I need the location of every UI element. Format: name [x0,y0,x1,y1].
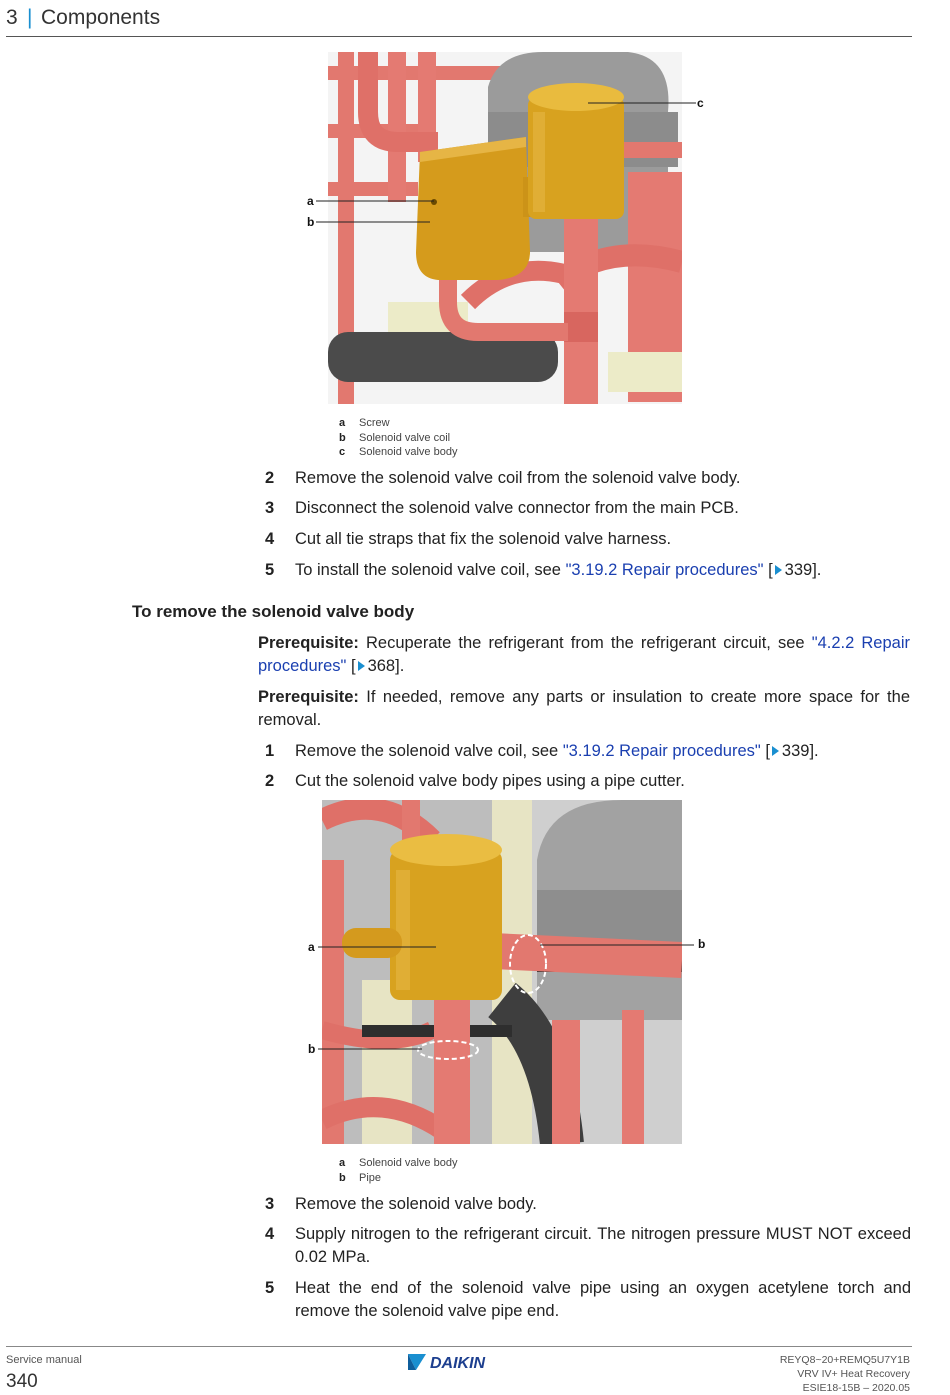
step-number: 2 [265,772,275,790]
figure2-legend: a Solenoid valve body b Pipe [339,1156,457,1185]
figure1-leader-lines [316,102,696,223]
page-ref-number[interactable]: 339 [784,561,813,579]
section-heading: To remove the solenoid valve body [132,602,415,621]
footer-doc-ref: ESIE18-15B – 2020.05 [802,1382,910,1394]
xref-link-3-19-2[interactable]: "3.19.2 Repair procedures" [565,561,764,579]
step-text: Heat the end of the solenoid valve pipe … [295,1279,911,1320]
legend-item: a Solenoid valve body [339,1156,457,1171]
step-text-pre: Remove the solenoid valve coil, see [295,742,563,760]
step-number: 3 [265,499,275,517]
footer-rule [6,1346,912,1347]
step-text: To install the solenoid valve coil, see … [295,559,911,582]
step-text: Remove the solenoid valve coil, see "3.1… [295,740,911,763]
callout-b: b [698,937,706,951]
page-ref-open: [ [346,657,356,675]
step-text: Cut the solenoid valve body pipes using … [295,772,685,790]
figure-solenoid-coil [328,52,682,404]
prerequisite-2: Prerequisite: If needed, remove any part… [258,686,910,732]
callout-a: a [307,194,314,208]
legend-label: Pipe [359,1171,382,1184]
figure-solenoid-body-illustration [322,800,682,1144]
prerequisite-text: Recuperate the refrigerant from the refr… [358,634,812,652]
step-number: 1 [265,742,275,760]
prerequisite-label: Prerequisite: [258,688,359,706]
footer-series: VRV IV+ Heat Recovery [797,1368,910,1380]
legend-item: a Screw [339,416,457,431]
step-text: Remove the solenoid valve coil from the … [295,469,741,487]
page-ref-open: [ [763,561,773,579]
page-arrow-icon [774,565,782,575]
prerequisite-1: Prerequisite: Recuperate the refrigerant… [258,632,910,678]
chapter-title: Components [41,6,161,29]
prerequisite-text: If needed, remove any parts or insulatio… [258,688,910,729]
legend-label: Solenoid valve body [359,1157,458,1169]
step-text: Remove the solenoid valve body. [295,1195,537,1213]
figure2-leader-lines [318,944,694,1050]
header-separator: | [27,6,33,29]
step-number: 5 [265,561,275,579]
figure-solenoid-body [322,800,682,1144]
legend-key: c [339,446,346,458]
step-number: 2 [265,469,275,487]
page-number: 340 [6,1371,38,1392]
page-arrow-icon [357,661,365,671]
page-ref-number[interactable]: 368 [367,657,396,675]
footer-doc-info: REYQ8~20+REMQ5U7Y1B VRV IV+ Heat Recover… [780,1353,910,1395]
page-ref-open: [ [760,742,770,760]
page-arrow-icon [771,746,779,756]
callout-b: b [307,215,315,229]
step-number: 4 [265,1225,275,1243]
figure1-legend: a Screw b Solenoid valve coil c Solenoid va… [339,416,457,460]
daikin-logo: DAIKIN [408,1354,486,1372]
legend-key: b [339,1171,346,1184]
page-ref-close: ]. [812,561,822,579]
legend-item: b Pipe [339,1171,457,1186]
chapter-number: 3 [6,6,18,29]
step-text: Disconnect the solenoid valve connector … [295,499,739,517]
legend-label: Solenoid valve coil [359,431,451,444]
footer-doc-type: Service manual [6,1354,82,1366]
callout-c: c [697,96,704,110]
page-ref-number[interactable]: 339 [781,742,810,760]
step-number: 3 [265,1195,275,1213]
xref-link-4-2-2[interactable]: "4.2.2 Repair procedures" [258,634,910,675]
step-text: Supply nitrogen to the refrigerant circu… [295,1225,911,1266]
legend-key: a [339,417,346,429]
callout-b: b [308,1042,316,1056]
xref-link-3-19-2[interactable]: "3.19.2 Repair procedures" [562,742,761,760]
figure-solenoid-coil-illustration [328,52,682,404]
page-ref-close: ]. [809,742,819,760]
legend-label: Screw [359,417,390,429]
prerequisite-label: Prerequisite: [258,634,359,652]
legend-key: a [339,1157,346,1169]
footer-model: REYQ8~20+REMQ5U7Y1B [779,1354,910,1366]
header-rule [6,36,912,37]
step-number: 4 [265,530,275,548]
callout-a: a [308,940,315,954]
legend-item: c Solenoid valve body [339,445,457,460]
daikin-logo-text: DAIKIN [430,1355,486,1372]
step-text-pre: To install the solenoid valve coil, see [295,561,566,579]
page-ref-close: ]. [395,657,405,675]
step-text: Cut all tie straps that fix the solenoid… [295,530,672,548]
legend-key: b [339,431,346,444]
legend-label: Solenoid valve body [359,446,458,458]
legend-item: b Solenoid valve coil [339,431,457,446]
step-number: 5 [265,1279,275,1297]
